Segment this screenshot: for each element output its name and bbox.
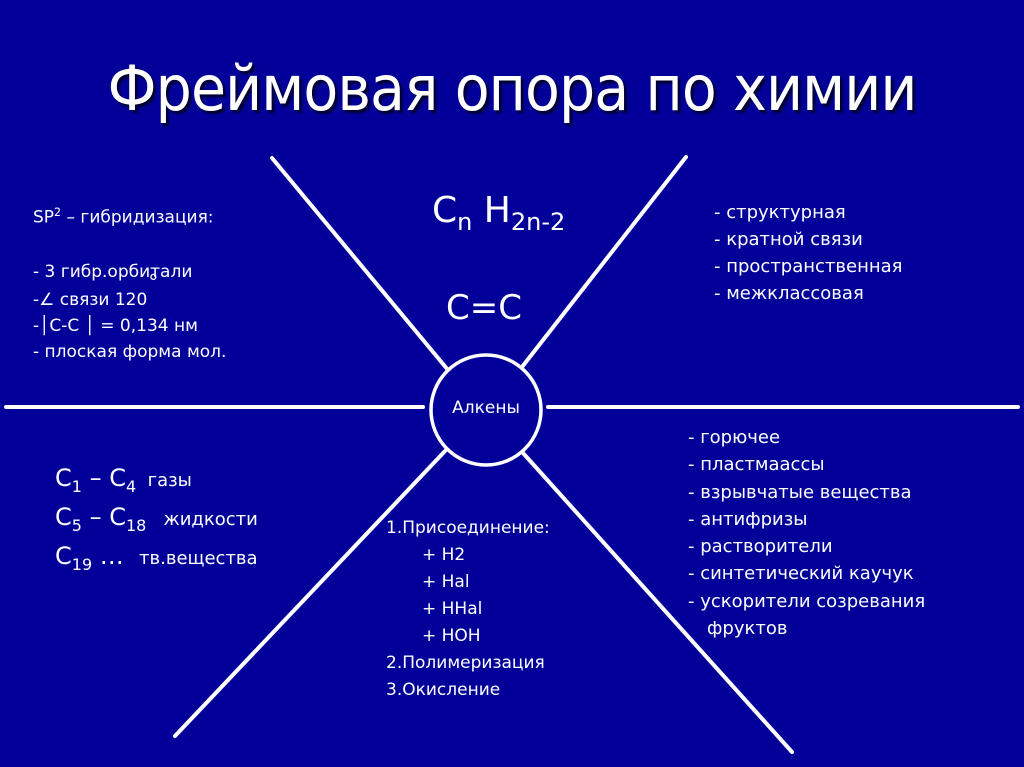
- reaction-item: + HHal: [422, 599, 483, 619]
- state-row: C5 – C18 жидкости: [55, 503, 258, 535]
- hybridization-item: -∠ связи 120°: [33, 269, 159, 310]
- physical-states-block: C1 – C4 газы C5 – C18 жидкости C19 … тв.…: [55, 463, 258, 580]
- application-item: - пластмаассы: [688, 454, 825, 476]
- isomerism-item: - пространственная: [714, 256, 903, 277]
- application-item: - ускорители созревания: [688, 590, 926, 612]
- applications-block: - горючее - пластмаассы - взрывчатые вещ…: [688, 424, 925, 642]
- general-formula: Cn H2n-2: [432, 190, 566, 236]
- slide-title: Фреймовая опора по химии: [107, 52, 917, 125]
- reaction-item: + HOH: [422, 626, 481, 646]
- spoke-top-left: [270, 156, 450, 372]
- reaction-item: + Hal: [422, 572, 470, 592]
- hybridization-item: - плоская форма мол.: [33, 341, 227, 362]
- application-item: - взрывчатые вещества: [688, 481, 912, 503]
- reactions-block: 1.Присоединение: + H2 + Hal + HHal + HOH…: [386, 515, 550, 704]
- reaction-item: + H2: [422, 545, 466, 565]
- spoke-bottom-right: [521, 451, 794, 754]
- application-item: - растворители: [688, 536, 833, 558]
- reaction-item: 3.Окисление: [386, 680, 501, 700]
- state-row: C19 … тв.вещества: [55, 542, 258, 574]
- spoke-top-right: [520, 155, 688, 369]
- spoke-bottom-left: [173, 448, 448, 738]
- state-row: C1 – C4 газы: [55, 464, 192, 496]
- hybridization-block: SP2 – гибридизация: - 3 гибр.орбитали -∠…: [33, 200, 226, 365]
- center-label-alkenes: Алкены: [452, 398, 520, 418]
- application-item: - горючее: [688, 427, 781, 448]
- application-item-continuation: фруктов: [707, 618, 788, 640]
- application-item: - синтетический каучук: [688, 563, 914, 585]
- center-circle: [429, 353, 543, 467]
- isomerism-item: - межклассовая: [714, 283, 864, 304]
- hybridization-heading: SP2 – гибридизация:: [33, 206, 214, 228]
- isomerism-item: - структурная: [714, 202, 846, 223]
- application-item: - антифризы: [688, 508, 808, 530]
- reaction-item: 1.Присоединение:: [386, 518, 550, 538]
- isomerism-block: - структурная - кратной связи - простран…: [714, 199, 903, 307]
- hybridization-item: -│С-С │ = 0,134 нм: [33, 315, 198, 336]
- reaction-item: 2.Полимеризация: [386, 653, 545, 673]
- hybridization-item: - 3 гибр.орбитали: [33, 261, 193, 282]
- double-bond: C=C: [446, 288, 522, 328]
- isomerism-item: - кратной связи: [714, 229, 863, 250]
- degree-symbol: °: [148, 269, 159, 294]
